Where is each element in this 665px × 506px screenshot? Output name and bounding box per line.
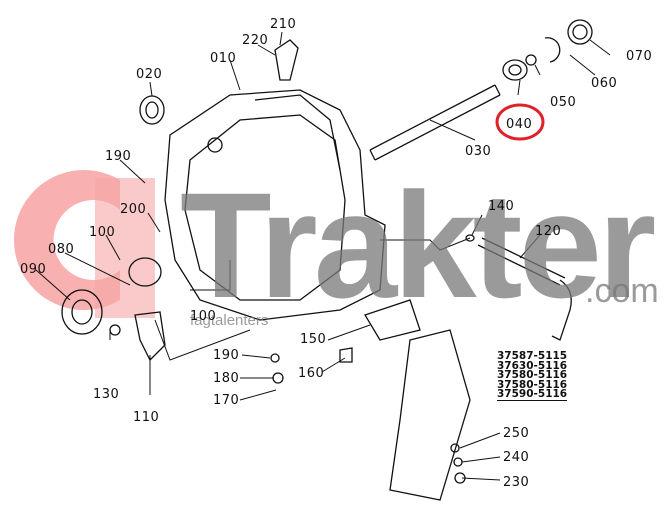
label-020: 020	[136, 67, 163, 82]
label-100-b: 100	[190, 309, 217, 324]
label-080: 080	[48, 242, 75, 257]
label-140: 140	[488, 199, 515, 214]
watermark-brand: Trakter	[180, 161, 656, 329]
part-number: 37580-5116	[497, 369, 568, 381]
highlight-circle-040	[495, 103, 545, 141]
label-030: 030	[465, 144, 492, 159]
label-190-a: 190	[105, 149, 132, 164]
label-160: 160	[298, 366, 325, 381]
label-150: 150	[300, 332, 327, 347]
watermark-subtitle: fagtalenters	[190, 312, 269, 329]
watermark-logo	[13, 170, 155, 318]
label-210: 210	[270, 17, 297, 32]
label-250: 250	[503, 426, 530, 441]
part-number: 37630-5116	[497, 359, 568, 372]
shaft	[369, 84, 501, 161]
label-090: 090	[20, 262, 47, 277]
label-130: 130	[93, 387, 120, 402]
part-number: 37580-5116	[497, 378, 568, 391]
part-number: 37590-5116	[497, 388, 568, 400]
label-100-a: 100	[89, 225, 116, 240]
label-170: 170	[213, 393, 240, 408]
label-060: 060	[591, 76, 618, 91]
part-number-list: 37587-5115 37630-5116 37580-5116 37580-5…	[497, 350, 568, 401]
label-200: 200	[120, 202, 147, 217]
watermark-suffix: .com	[585, 272, 659, 310]
label-180: 180	[213, 371, 240, 386]
label-010: 010	[210, 51, 237, 66]
label-240: 240	[503, 450, 530, 465]
label-220: 220	[242, 33, 269, 48]
label-040: 040	[506, 117, 533, 132]
label-190-b: 190	[213, 348, 240, 363]
label-230: 230	[503, 475, 530, 490]
part-number: 37587-5115	[497, 350, 568, 362]
label-120: 120	[535, 224, 562, 239]
clutch-housing	[164, 89, 386, 321]
label-070: 070	[626, 49, 653, 64]
label-050: 050	[550, 95, 577, 110]
label-110: 110	[133, 410, 160, 425]
